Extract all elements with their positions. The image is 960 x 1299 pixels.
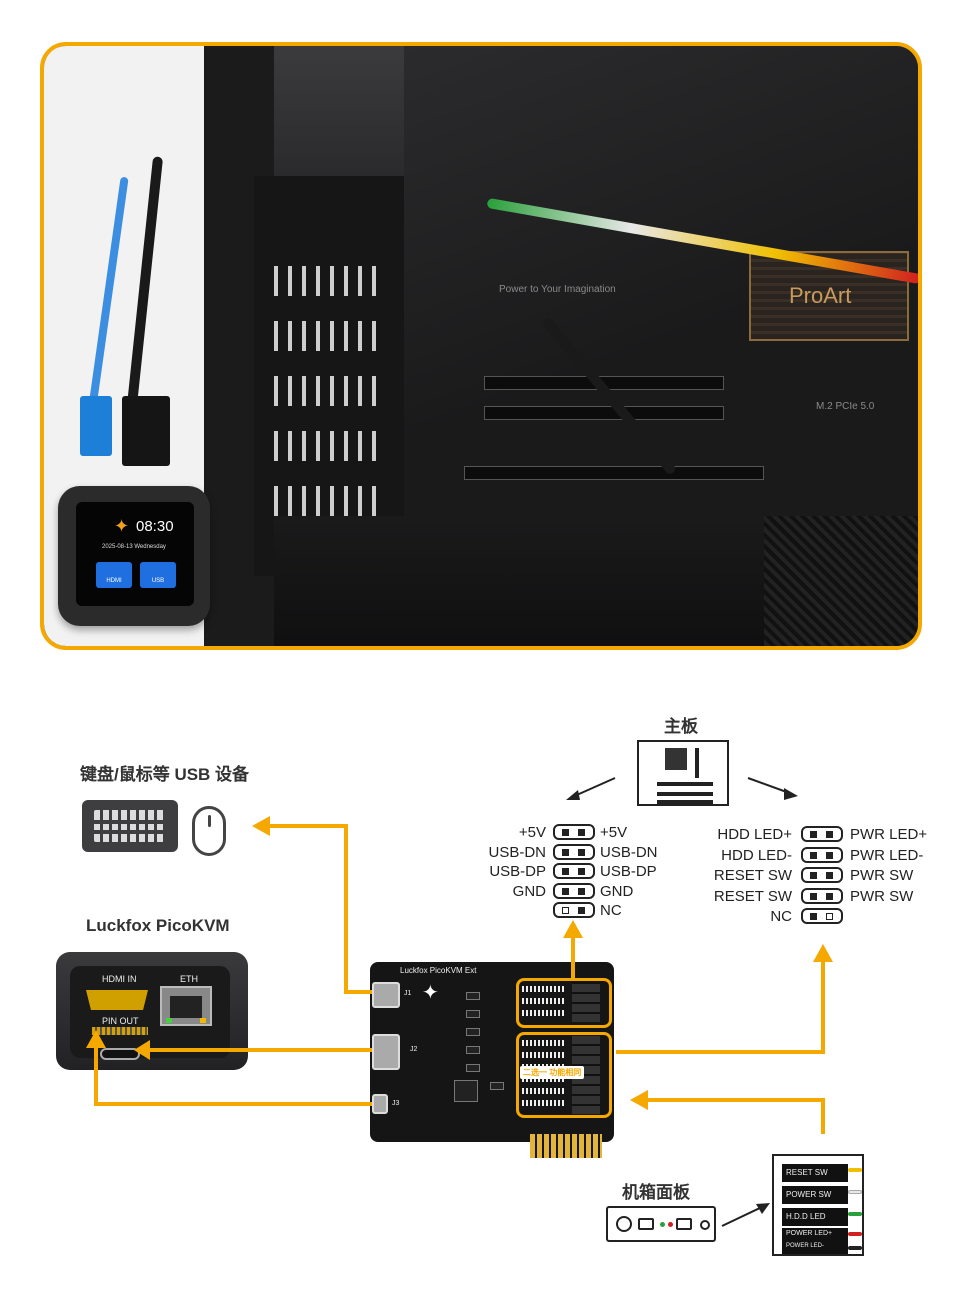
pcie-slot — [464, 466, 764, 480]
hdmi-port-icon — [86, 990, 148, 1010]
motherboard-arrows — [566, 777, 798, 800]
motherboard-icon — [637, 740, 729, 806]
cable-reset-sw: RESET SW — [782, 1164, 848, 1182]
pin-label: NC — [600, 902, 622, 919]
pin-pair — [553, 882, 595, 899]
pin-label: USB-DN — [488, 843, 546, 861]
led-red-icon — [668, 1222, 673, 1227]
pin-label: USB-DP — [489, 863, 546, 880]
pin-pair — [553, 863, 595, 879]
device-tile-usb: USB — [140, 562, 176, 588]
led-green-icon — [660, 1222, 665, 1227]
usb-header-highlight — [516, 978, 612, 1028]
pin-label: PWR LED+ — [850, 826, 928, 843]
slot-cover — [274, 431, 384, 461]
pin-pair — [801, 867, 843, 883]
panel-header-highlight — [516, 1032, 612, 1118]
board-slot-label: M.2 PCIe 5.0 — [816, 401, 875, 412]
keyboard-icon — [82, 800, 178, 852]
pin-label: GND — [512, 882, 546, 900]
pin-pair — [801, 908, 843, 924]
chassis-panel-icon — [606, 1206, 716, 1242]
chassis-label: 机箱面板 — [622, 1183, 690, 1202]
j1-usb-port — [372, 982, 400, 1008]
chassis-cables-photo: RESET SW POWER SW H.D.D LED POWER LED+ P… — [772, 1154, 864, 1256]
j1-label: J1 — [404, 990, 412, 997]
cable-power-sw: POWER SW — [782, 1186, 848, 1204]
pin-label: +5V — [600, 824, 628, 841]
slot-cover — [274, 266, 384, 296]
ethernet-port-icon — [160, 986, 212, 1026]
j2-usb-port — [372, 1034, 400, 1070]
luckfox-logo-icon: ✦ — [114, 516, 130, 537]
kvm-label: Luckfox PicoKVM — [86, 916, 230, 935]
pcie-slot — [484, 406, 724, 420]
picokvm-ext-board: Luckfox PicoKVM Ext ✦ J1 J2 J3 二选一 功能相同 — [370, 962, 614, 1158]
kvm-pinout-label: PIN OUT — [102, 1016, 139, 1026]
pin-pair — [553, 843, 595, 860]
usb-port-icon — [676, 1218, 692, 1230]
usb-port-icon — [638, 1218, 654, 1230]
cable-power-led-minus: POWER LED- — [782, 1242, 848, 1254]
pin-label: HDD LED+ — [717, 826, 792, 843]
pin-label: GND — [600, 882, 634, 900]
motherboard-label: 主板 — [664, 717, 698, 736]
pin-label: PWR SW — [850, 867, 914, 884]
device-date: 2025-08-13 Wednesday — [102, 544, 166, 550]
product-photo: ProArt Power to Your Imagination M.2 PCI… — [40, 42, 922, 650]
slot-cover — [274, 321, 384, 351]
pin-label: HDD LED- — [721, 846, 792, 864]
ethernet-plug — [80, 396, 112, 456]
j2-label: J2 — [410, 1046, 418, 1053]
cable-power-led-plus: POWER LED+ — [782, 1228, 848, 1242]
pin-label: PWR LED- — [850, 846, 924, 864]
mouse-icon — [192, 806, 226, 856]
kvm-eth-label: ETH — [180, 974, 198, 984]
j3-connector — [372, 1094, 388, 1114]
j3-label: J3 — [392, 1100, 400, 1107]
pin-pair — [553, 824, 595, 840]
pin-label: +5V — [518, 824, 546, 841]
reset-hole-icon — [700, 1220, 710, 1230]
device-tile-hdmi: HDMI — [96, 562, 132, 588]
pin-pair — [553, 902, 595, 918]
slot-cover — [274, 486, 384, 516]
usb-header-connector — [572, 982, 600, 1022]
picokvm-device: ✦ 08:30 2025-08-13 Wednesday HDMI USB — [58, 486, 210, 626]
pin-label: PWR SW — [850, 887, 914, 905]
ext-board-title: Luckfox PicoKVM Ext — [400, 966, 477, 975]
board-slogan: Power to Your Imagination — [499, 284, 616, 295]
hdmi-plug — [122, 396, 170, 466]
pin-label: USB-DN — [600, 843, 658, 861]
cable-hdd-led: H.D.D LED — [782, 1208, 848, 1226]
kvm-hdmi-label: HDMI IN — [102, 974, 137, 984]
proart-text: ProArt — [789, 283, 852, 308]
picokvm-side-view: HDMI IN ETH PIN OUT — [56, 952, 248, 1070]
pin-label: NC — [770, 908, 792, 925]
slot-cover — [274, 376, 384, 406]
pin-pair — [801, 887, 843, 904]
pin-label: RESET SW — [713, 887, 792, 905]
device-screen: ✦ 08:30 2025-08-13 Wednesday HDMI USB — [76, 502, 194, 606]
pcie-gold-finger — [530, 1134, 602, 1158]
case-expansion-slots — [254, 176, 404, 576]
select-one-tag: 二选一 功能相同 — [520, 1066, 585, 1079]
luckfox-logo-icon: ✦ — [422, 980, 439, 1004]
pin-label: RESET SW — [713, 867, 792, 884]
pin-label: USB-DP — [600, 863, 657, 880]
pin-pair — [801, 846, 843, 863]
pin-pair — [801, 826, 843, 842]
usb-devices-label: 键盘/鼠标等 USB 设备 — [80, 765, 250, 784]
usb-c-port-icon — [100, 1048, 140, 1060]
device-clock: 08:30 — [136, 518, 174, 535]
psu-cover — [764, 516, 918, 646]
power-icon — [616, 1216, 632, 1232]
pinout-connector-icon — [92, 1027, 148, 1035]
